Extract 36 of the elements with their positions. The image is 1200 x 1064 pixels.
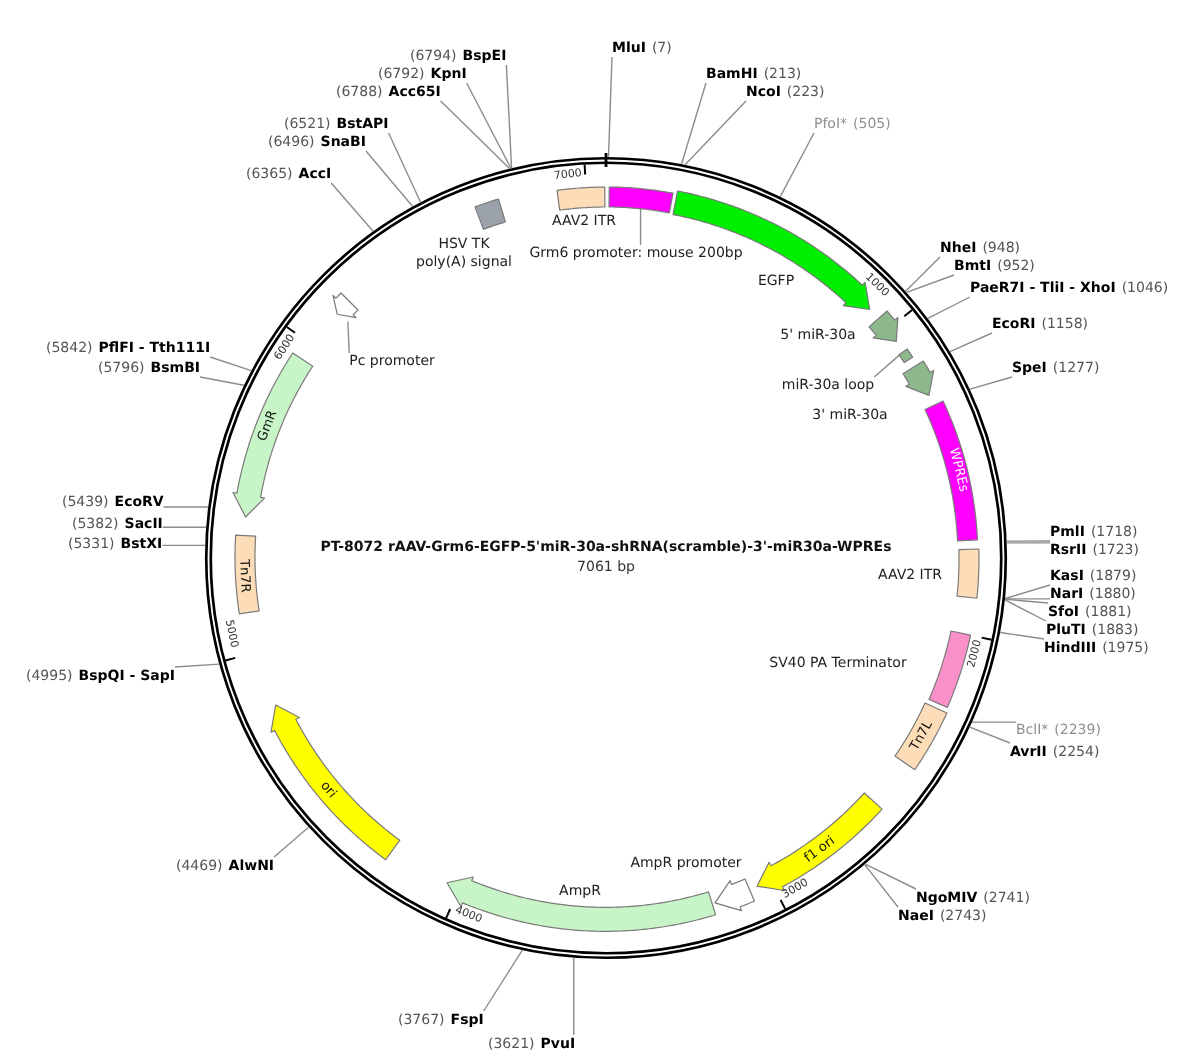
leader-line: [969, 376, 1013, 390]
leader-line: [440, 100, 511, 170]
leader-line: [162, 526, 207, 528]
leader-line: [330, 182, 374, 232]
leader-line: [639, 207, 642, 246]
leader-line: [365, 150, 414, 208]
leader-line: [999, 631, 1045, 640]
leader-line: [347, 320, 350, 354]
leader-line: [1004, 599, 1047, 622]
leader-line: [199, 376, 245, 386]
leader-line: [387, 132, 422, 203]
leader-line: [209, 356, 252, 372]
leader-line: [505, 64, 513, 169]
leader-line: [573, 957, 575, 1036]
leader-line: [927, 296, 971, 320]
leader-line: [607, 56, 613, 158]
leader-line: [971, 721, 1017, 723]
leader-line: [465, 82, 512, 169]
leader-line: [1004, 598, 1049, 604]
leader-line: [1004, 598, 1051, 600]
leader-line: [873, 354, 901, 378]
leader-line: [864, 863, 899, 908]
leader-line: [161, 544, 206, 547]
leader-line: [779, 132, 815, 198]
leader-line: [273, 826, 310, 858]
leader-line: [1004, 584, 1051, 600]
leader-line: [905, 256, 941, 292]
leader-line: [969, 726, 1011, 744]
leader-line: [949, 332, 993, 353]
leader-line: [483, 949, 523, 1012]
leader-line: [684, 100, 747, 166]
leader-line: [163, 506, 209, 508]
leader-line: [174, 663, 220, 668]
leader-line: [864, 863, 917, 890]
leader-line: [905, 274, 955, 294]
leader-line: [680, 82, 707, 165]
